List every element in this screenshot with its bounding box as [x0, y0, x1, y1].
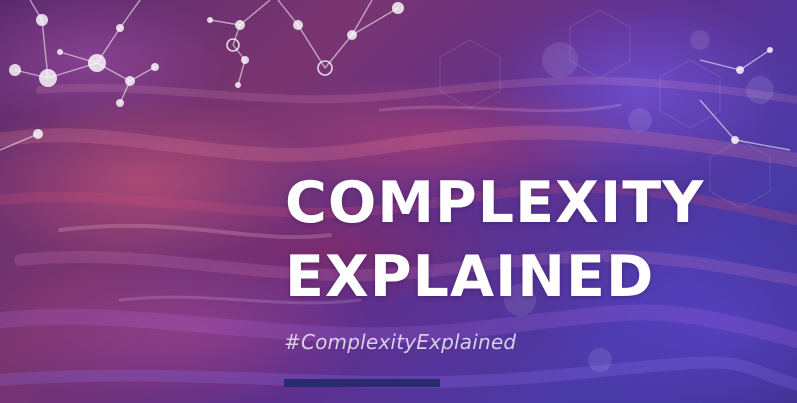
banner-title: COMPLEXITY EXPLAINED [285, 166, 704, 314]
title-line-2: EXPLAINED [285, 244, 655, 310]
title-line-1: COMPLEXITY [285, 170, 705, 236]
accent-bar [284, 379, 440, 387]
hashtag-text: #ComplexityExplained [284, 330, 517, 354]
